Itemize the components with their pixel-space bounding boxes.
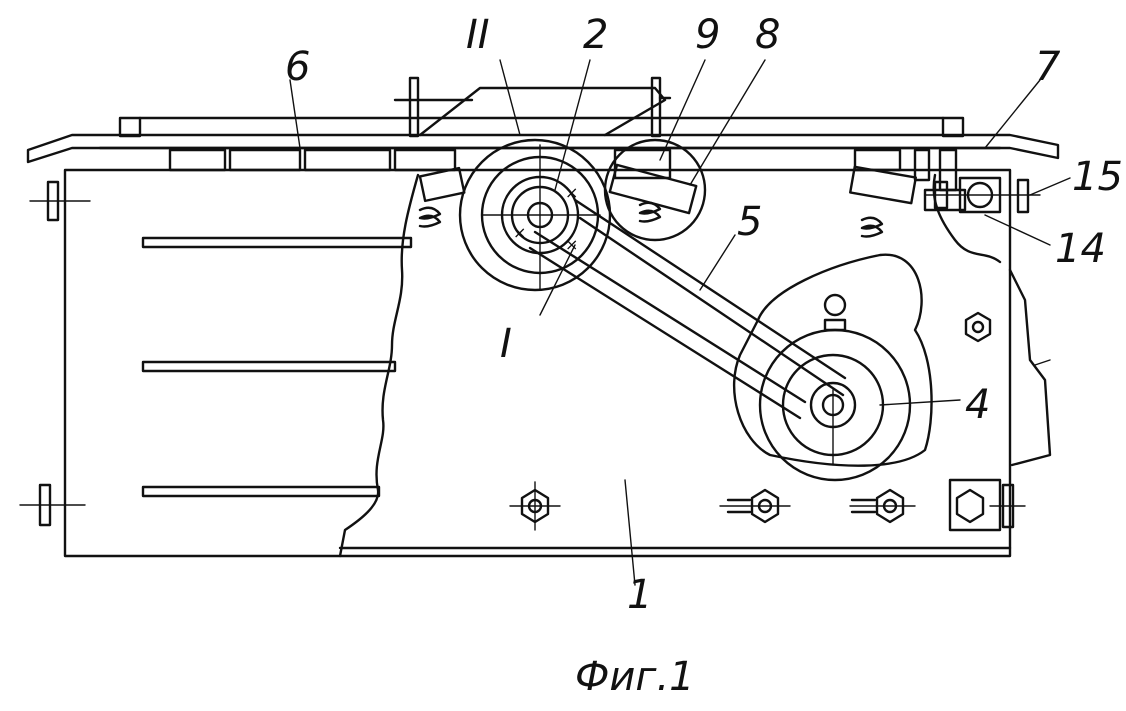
label-9: 9 (695, 12, 720, 58)
label-roman-1: I (500, 321, 512, 367)
spring-mounts (418, 148, 917, 238)
leader-lines (289, 59, 1071, 586)
svg-text:×: × (565, 235, 578, 254)
label-roman-2: II (466, 12, 490, 58)
motor (732, 253, 933, 482)
right-bracket (913, 148, 967, 212)
motor-mount (1008, 268, 1052, 467)
svg-text:×: × (565, 183, 578, 202)
top-frame (26, 116, 1060, 172)
labels: II 2 9 8 6 7 15 5 14 I 4 1 (285, 12, 1123, 618)
cutaway-line (338, 173, 420, 558)
left-slots (141, 236, 413, 498)
svg-text:×: × (513, 223, 526, 242)
housing-bolts (509, 311, 1026, 532)
figure-caption: Фиг.1 (575, 654, 695, 700)
left-mounting-bolts (19, 180, 91, 527)
drive-pulley: × × × (458, 138, 612, 292)
housing (63, 168, 1012, 558)
label-4: 4 (965, 382, 990, 428)
label-7: 7 (1035, 44, 1061, 90)
label-2: 2 (583, 12, 608, 58)
hopper (393, 76, 672, 138)
adjusting-assembly (924, 176, 1041, 214)
label-8: 8 (755, 12, 780, 58)
drive-belt (528, 198, 847, 420)
label-6: 6 (285, 44, 310, 90)
label-15: 15 (1072, 154, 1123, 200)
label-1: 1 (627, 572, 652, 618)
label-14: 14 (1055, 226, 1106, 272)
label-5: 5 (737, 199, 762, 245)
detail-circle (603, 138, 707, 242)
